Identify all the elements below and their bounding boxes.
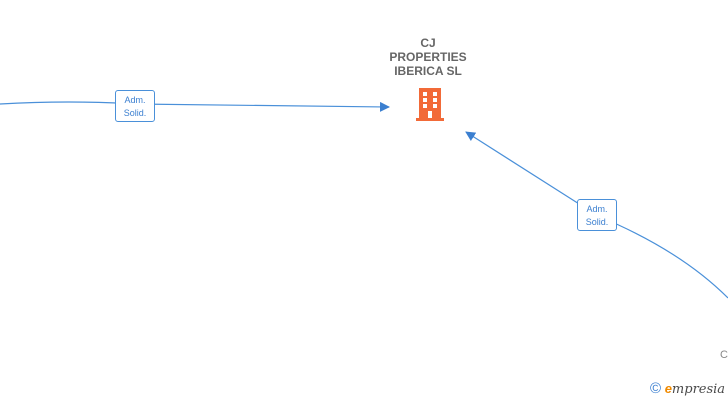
building-icon[interactable] xyxy=(414,86,446,122)
copyright-icon: © xyxy=(650,380,662,397)
brand-name: mpresia xyxy=(671,382,726,397)
offscreen-node-label: C xyxy=(720,349,728,361)
edge-line-left xyxy=(0,101,390,112)
edge-label-right: Adm. Solid. xyxy=(577,199,617,231)
brand-initial: e xyxy=(664,381,672,396)
company-name[interactable]: CJ PROPERTIES IBERICA SL xyxy=(389,36,467,78)
edge-label-left: Adm. Solid. xyxy=(115,90,155,122)
empresia-watermark: © empresia xyxy=(650,380,725,398)
